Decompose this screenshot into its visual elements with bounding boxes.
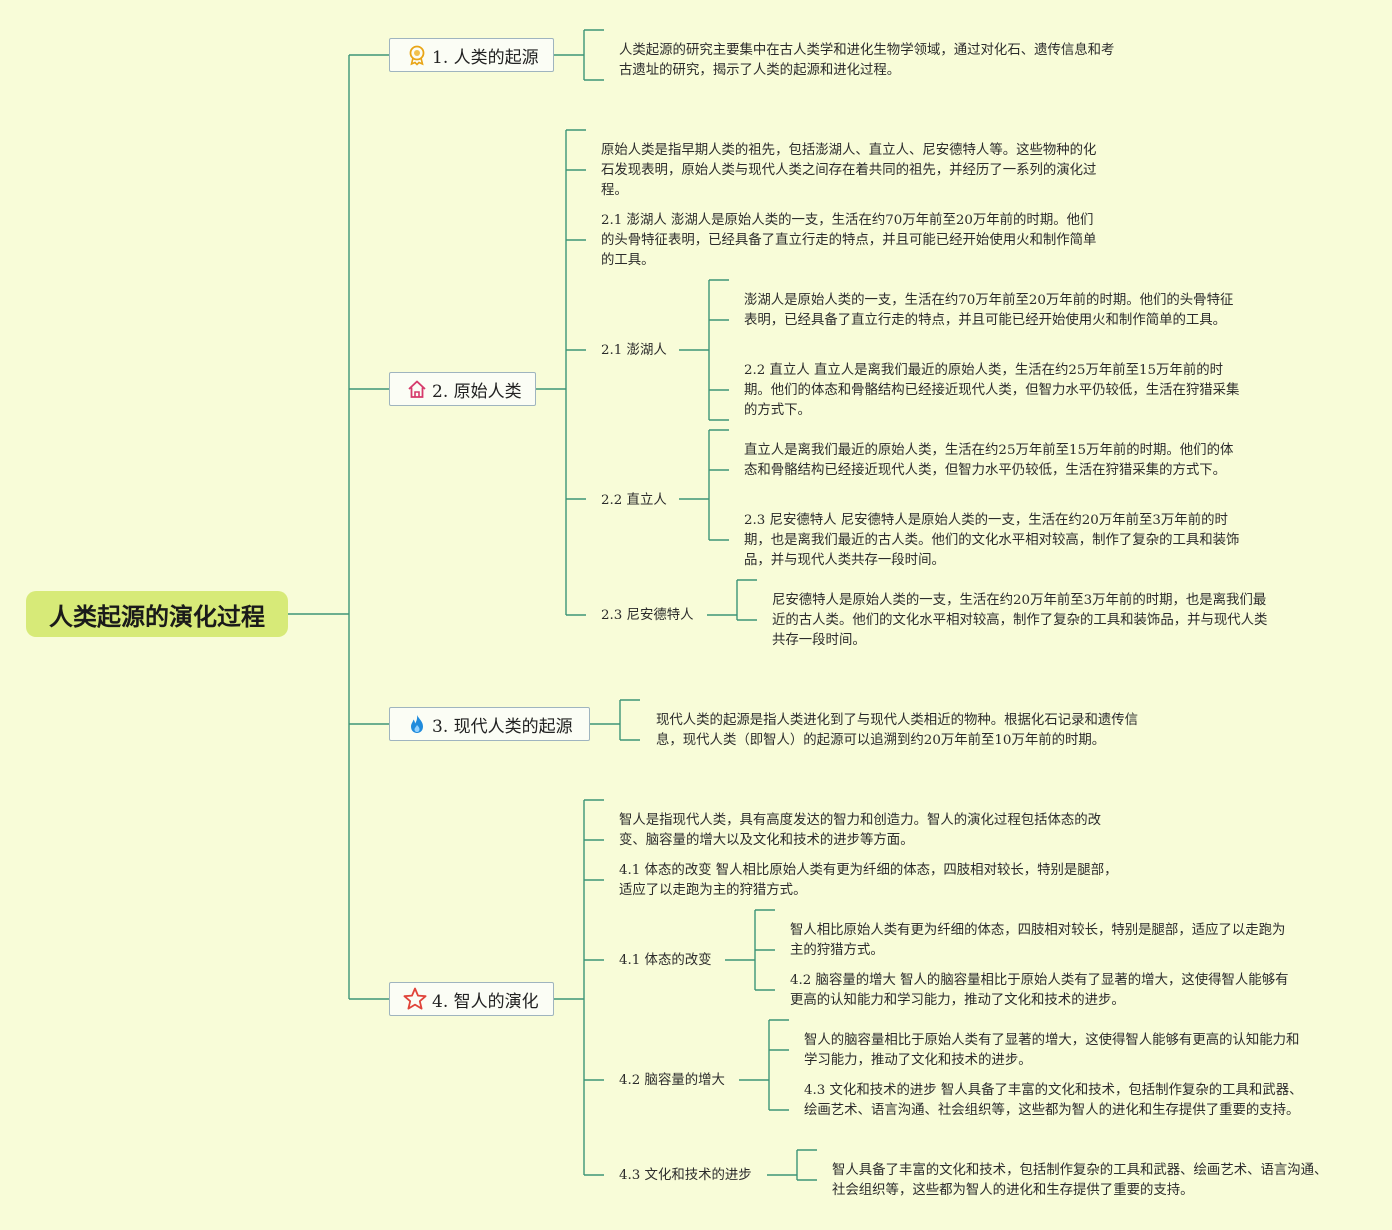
text-body-b: 4.2 脑容量的增大 智人的脑容量相比于原始人类有了显著的增大，这使得智人能够有…: [790, 973, 1289, 1008]
text-human-origin-summary: 人类起源的研究主要集中在古人类学和进化生物学领域，通过对化石、遗传信息和考古遗址…: [619, 43, 1115, 78]
topic-human-origin[interactable]: 1. 人类的起源: [389, 38, 554, 72]
text-sapiens-4-1: 4.1 体态的改变 智人相比原始人类有更为纤细的体态，四肢相对较长，特别是腿部，…: [619, 863, 1118, 898]
text-brain-a: 智人的脑容量相比于原始人类有了显著的增大，这使得智人能够有更高的认知能力和学习能…: [804, 1033, 1300, 1068]
text-erectus-b: 2.3 尼安德特人 尼安德特人是原始人类的一支，生活在约20万年前至3万年前的时…: [744, 513, 1240, 568]
text-body-a: 智人相比原始人类有更为纤细的体态，四肢相对较长，特别是腿部，适应了以走跑为主的狩…: [790, 923, 1286, 958]
text-primitive-intro: 原始人类是指早期人类的祖先，包括澎湖人、直立人、尼安德特人等。这些物种的化石发现…: [601, 143, 1097, 198]
text-culture-a: 智人具备了丰富的文化和技术，包括制作复杂的工具和武器、绘画艺术、语言沟通、社会组…: [832, 1163, 1328, 1198]
text-erectus-a: 直立人是离我们最近的原始人类，生活在约25万年前至15万年前的时期。他们的体态和…: [744, 443, 1234, 478]
text-sapiens-intro: 智人是指现代人类，具有高度发达的智力和创造力。智人的演化过程包括体态的改变、脑容…: [619, 813, 1102, 848]
subtopic-homo-erectus[interactable]: 2.2 直立人: [601, 493, 667, 508]
topic-label: 4. 智人的演化: [432, 991, 539, 1012]
text-neanderthal-a: 尼安德特人是原始人类的一支，生活在约20万年前至3万年前的时期，也是离我们最近的…: [772, 593, 1268, 648]
subtopic-body-change[interactable]: 4.1 体态的改变: [619, 953, 712, 968]
topic-label: 2. 原始人类: [432, 381, 522, 402]
topic-label: 1. 人类的起源: [432, 47, 539, 68]
text-modern-origin: 现代人类的起源是指人类进化到了与现代人类相近的物种。根据化石记录和遗传信息，现代…: [656, 713, 1139, 748]
subtopic-brain-volume[interactable]: 4.2 脑容量的增大: [619, 1073, 725, 1088]
subtopic-neanderthal[interactable]: 2.3 尼安德特人: [601, 608, 694, 623]
topic-primitive-humans[interactable]: 2. 原始人类: [389, 372, 536, 406]
topic-label: 3. 现代人类的起源: [432, 716, 573, 737]
star-icon: [403, 987, 427, 1010]
topic-homo-sapiens-evolution[interactable]: 4. 智人的演化: [389, 982, 554, 1016]
award-icon: [409, 45, 425, 66]
subtopic-culture-technology[interactable]: 4.3 文化和技术的进步: [619, 1168, 752, 1183]
text-penghu-a: 澎湖人是原始人类的一支，生活在约70万年前至20万年前的时期。他们的头骨特征表明…: [744, 293, 1234, 328]
text-brain-b: 4.3 文化和技术的进步 智人具备了丰富的文化和技术，包括制作复杂的工具和武器、…: [804, 1083, 1303, 1118]
subtopic-penghu-man[interactable]: 2.1 澎湖人: [601, 343, 667, 358]
flame-icon: [411, 715, 423, 733]
topic-modern-human-origin[interactable]: 3. 现代人类的起源: [389, 707, 590, 741]
home-icon: [408, 380, 426, 398]
root-topic[interactable]: 人类起源的演化过程: [26, 591, 288, 637]
text-primitive-2-1: 2.1 澎湖人 澎湖人是原始人类的一支，生活在约70万年前至20万年前的时期。他…: [601, 213, 1097, 268]
text-penghu-b: 2.2 直立人 直立人是离我们最近的原始人类，生活在约25万年前至15万年前的时…: [744, 363, 1240, 418]
